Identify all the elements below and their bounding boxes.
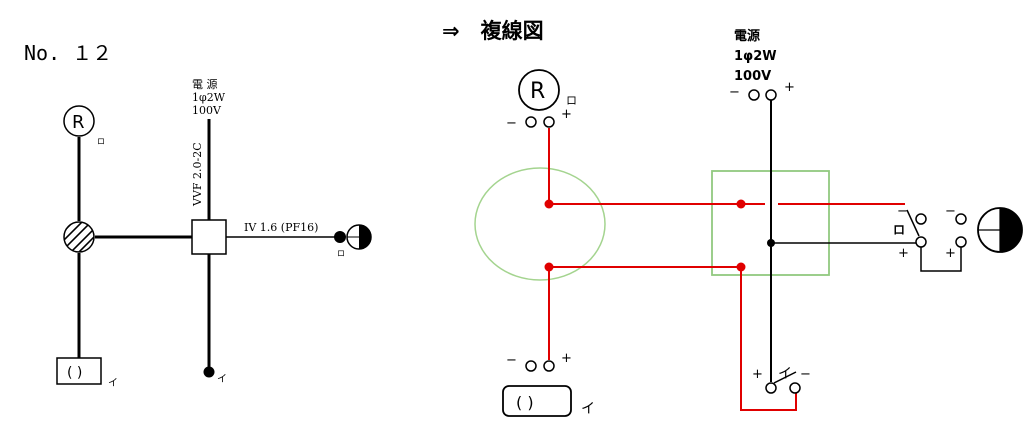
mw-switch-i-plus: +: [752, 367, 763, 382]
mw-source-label-line3: 100V: [734, 69, 771, 84]
mw-lamp-plus: +: [945, 246, 956, 261]
receptacle-parens: ( ): [67, 365, 82, 381]
mw-lamp-r-plus: +: [561, 107, 572, 122]
mw-switch-i-terminal-2: [789, 382, 801, 394]
mw-receptacle-terminal-neg: [525, 360, 537, 372]
mw-switch-ro-tag: ロ: [893, 223, 905, 237]
mw-switch-ro-lever: [906, 209, 920, 237]
lamp-r-tag: ロ: [97, 137, 105, 146]
receptacle-symbol: [56, 357, 102, 385]
joint-box: [191, 219, 227, 255]
right-lamp-tag: ロ: [337, 249, 345, 258]
switch-tag: イ: [217, 374, 227, 385]
mw-switch-i-lever: [773, 371, 797, 384]
mw-switch-ro-terminal-1: [915, 213, 927, 225]
source-label-line3: 100V: [192, 104, 222, 117]
mw-lamp-r-tag: ロ: [566, 94, 577, 107]
mw-switch-ro-plus: +: [898, 246, 909, 261]
mw-source-minus: −: [729, 85, 740, 100]
mw-switch-i-minus: −: [800, 367, 811, 382]
mw-receptacle-terminal-pos: [543, 360, 555, 372]
cable-spec-label: VVF 2.0-2C: [191, 142, 204, 207]
mw-lamp-minus: −: [945, 204, 956, 219]
mw-switch-i-terminal-1: [765, 382, 777, 394]
mw-lamp-r-letter: R: [530, 79, 545, 104]
mw-lamp-r-terminal-neg: [525, 116, 537, 128]
mw-red-dot-4: [736, 262, 746, 272]
mw-switch-ro-terminal-2: [915, 236, 927, 248]
source-label-line1: 電 源: [192, 77, 218, 91]
mw-lamp-r-terminal-pos: [543, 116, 555, 128]
receptacle-tag: イ: [108, 378, 118, 389]
right-lamp-switch-dot: [334, 231, 346, 243]
mw-lamp-terminal-neg: [955, 213, 967, 225]
outlet-box-symbol: [63, 221, 95, 253]
mw-receptacle-tag: イ: [581, 401, 595, 417]
mw-source-plus: +: [784, 80, 795, 95]
switch-symbol: [203, 366, 215, 378]
mw-receptacle-symbol: [502, 385, 572, 417]
mw-black-junction-dot: [767, 239, 775, 247]
mw-red-wires: [548, 128, 905, 411]
mw-lamp-r-minus: −: [506, 116, 517, 131]
conduit-spec-label: IV 1.6 (PF16): [244, 221, 318, 234]
mw-outlet-box: [474, 167, 606, 281]
lamp-r-symbol: [63, 105, 95, 137]
mw-source-terminal-pos: [765, 89, 777, 101]
mw-source-label-line2: 1φ2W: [734, 49, 777, 64]
mw-red-dot-1: [544, 199, 554, 209]
mw-receptacle-minus: −: [506, 353, 517, 368]
mw-receptacle-parens: ( ): [516, 393, 534, 412]
mw-red-dot-3: [544, 262, 554, 272]
mw-source-terminal-neg: [748, 89, 760, 101]
source-label-line2: 1φ2W: [192, 91, 226, 104]
mw-switch-to-lamp-wire: [920, 247, 962, 272]
mw-source-label-line1: 電源: [734, 28, 760, 44]
mw-red-dot-2: [736, 199, 746, 209]
multi-wire-diagram: ⇒ 複線図 電源 1φ2W 100V − + R ロ − +: [442, 19, 1023, 417]
mw-switch-i-tag: イ: [778, 366, 792, 382]
mw-switch-ro-minus: −: [897, 204, 908, 219]
mw-receptacle-plus: +: [561, 351, 572, 366]
mw-lamp-r-symbol: [518, 69, 560, 111]
single-line-diagram: No. １２ 電 源 1φ2W 100V VVF 2.0-2C IV 1.6 (…: [24, 41, 372, 389]
multiwire-title: ⇒ 複線図: [442, 19, 544, 43]
mw-lamp-terminal-pos: [955, 236, 967, 248]
mw-right-lamp-symbol: [977, 207, 1023, 253]
right-lamp-symbol: [346, 224, 372, 250]
problem-number: No. １２: [24, 41, 112, 65]
lamp-r-letter: R: [72, 112, 85, 133]
